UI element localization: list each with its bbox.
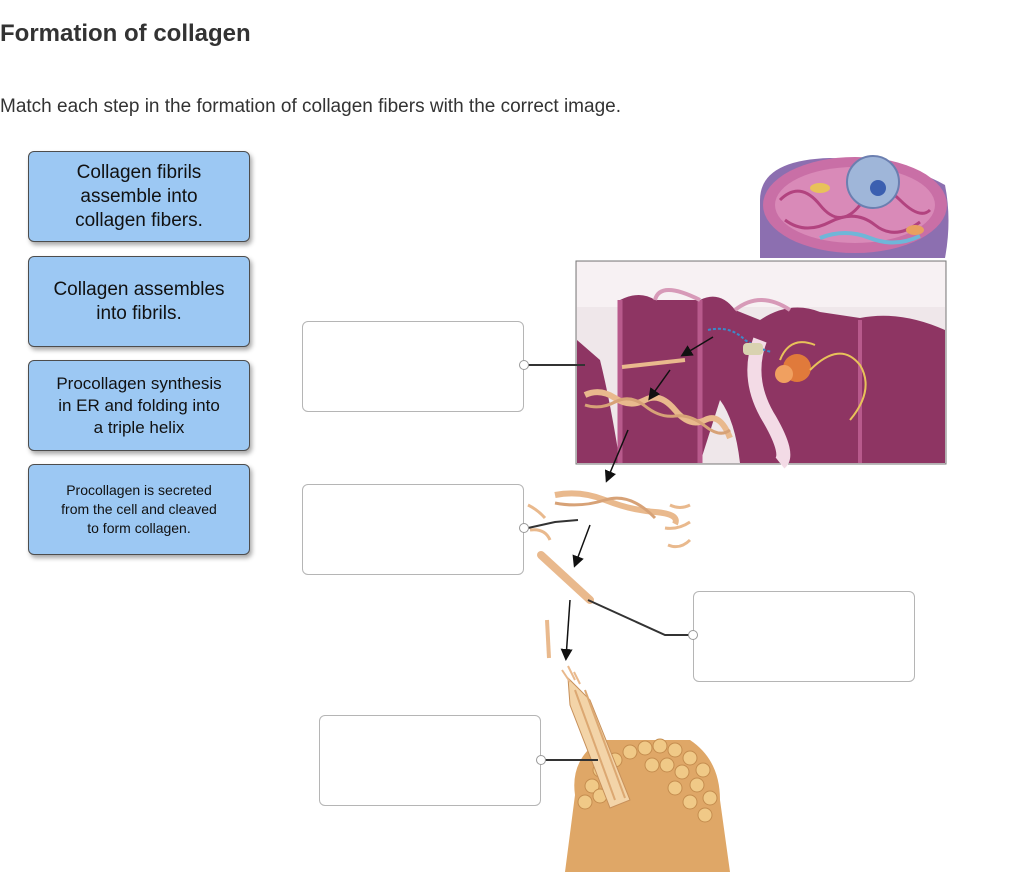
connector-dot xyxy=(519,523,529,533)
page-title: Formation of collagen xyxy=(0,20,251,47)
answer-card-fibrils[interactable]: Collagen assembles into fibrils. xyxy=(28,256,250,347)
secreted-procollagen-illustration xyxy=(527,490,692,549)
cell-illustration xyxy=(760,155,949,258)
answer-card-secretion[interactable]: Procollagen is secreted from the cell an… xyxy=(28,464,250,555)
leader-line xyxy=(527,364,693,761)
answer-card-synthesis[interactable]: Procollagen synthesis in ER and folding … xyxy=(28,360,250,451)
arrow-icon xyxy=(560,336,714,661)
drop-target-2[interactable] xyxy=(302,484,524,575)
drop-target-1[interactable] xyxy=(302,321,524,412)
connector-dot xyxy=(519,360,529,370)
fibril-illustration xyxy=(537,551,594,659)
answer-card-label: Procollagen synthesis in ER and folding … xyxy=(56,373,222,437)
answer-card-label: Collagen assembles into fibrils. xyxy=(53,278,225,324)
connector-dot xyxy=(688,630,698,640)
drop-target-3[interactable] xyxy=(693,591,915,682)
drop-target-4[interactable] xyxy=(319,715,541,806)
answer-card-fibers[interactable]: Collagen fibrils assemble into collagen … xyxy=(28,151,250,242)
connector-dot xyxy=(536,755,546,765)
answer-card-label: Procollagen is secreted from the cell an… xyxy=(61,482,217,536)
endoplasmic-reticulum-illustration xyxy=(575,260,947,469)
collagen-fiber-bundle-illustration xyxy=(561,665,730,872)
answer-card-label: Collagen fibrils assemble into collagen … xyxy=(75,161,203,231)
instructions-text: Match each step in the formation of coll… xyxy=(0,96,621,117)
